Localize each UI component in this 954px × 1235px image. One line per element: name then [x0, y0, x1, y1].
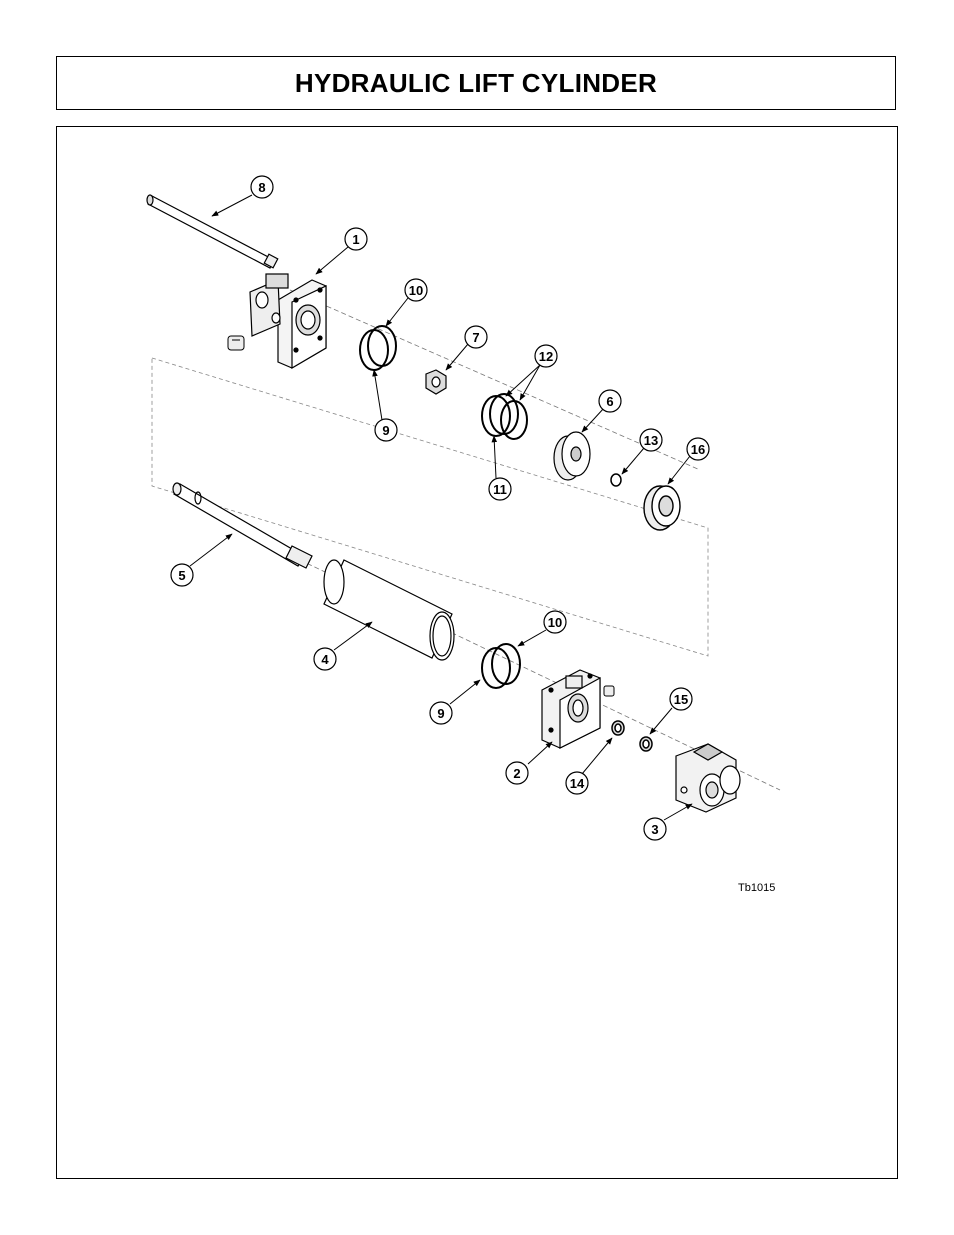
- svg-text:4: 4: [321, 652, 329, 667]
- svg-text:10: 10: [409, 283, 423, 298]
- plug: [227, 335, 245, 351]
- svg-text:13: 13: [644, 433, 658, 448]
- callout-16: 16: [686, 437, 710, 461]
- callout-2: 2: [505, 761, 529, 785]
- part-7-hex-nut: [425, 369, 447, 395]
- svg-text:5: 5: [178, 568, 185, 583]
- leader-lines: [189, 194, 693, 821]
- callout-4: 4: [313, 647, 337, 671]
- page-title: HYDRAULIC LIFT CYLINDER: [294, 67, 658, 98]
- part-2-rod-gland: [541, 669, 601, 749]
- callout-14: 14: [565, 771, 589, 795]
- part-4-barrel-tube: [323, 559, 455, 661]
- callout-3: 3: [643, 817, 667, 841]
- part-6-piston: [553, 431, 591, 481]
- part-15-wiper-seal: [639, 736, 653, 752]
- part-3-clevis: [675, 743, 741, 813]
- callout-15: 15: [669, 687, 693, 711]
- callout-group: 8 1 10 7 12 9 6 13 16 11 5 4 10 9 15 2 1…: [170, 175, 710, 841]
- callout-1: 1: [344, 227, 368, 251]
- svg-text:12: 12: [539, 349, 553, 364]
- part-12-11-piston-seals: [481, 393, 528, 440]
- svg-text:16: 16: [691, 442, 705, 457]
- part-1-base-end-cap: [249, 273, 327, 370]
- part-13-o-ring: [610, 473, 622, 487]
- svg-text:6: 6: [606, 394, 613, 409]
- svg-text:2: 2: [513, 766, 520, 781]
- svg-text:14: 14: [570, 776, 585, 791]
- part-10-9-upper-seals: [359, 325, 397, 371]
- figure-reference-code: Tb1015: [738, 882, 775, 894]
- callout-8: 8: [250, 175, 274, 199]
- callout-10-lower: 10: [543, 610, 567, 634]
- svg-text:1: 1: [352, 232, 359, 247]
- callout-9-lower: 9: [429, 701, 453, 725]
- callout-10: 10: [404, 278, 428, 302]
- svg-text:9: 9: [382, 423, 389, 438]
- svg-text:7: 7: [472, 330, 479, 345]
- part-5-piston-rod: [172, 482, 313, 569]
- plug: [603, 685, 615, 697]
- callout-11: 11: [488, 477, 512, 501]
- svg-text:15: 15: [674, 692, 688, 707]
- callout-6: 6: [598, 389, 622, 413]
- callout-9: 9: [374, 418, 398, 442]
- callout-5: 5: [170, 563, 194, 587]
- part-16-wear-ring: [643, 485, 681, 531]
- svg-text:3: 3: [651, 822, 658, 837]
- page-title-box: HYDRAULIC LIFT CYLINDER: [56, 56, 896, 110]
- part-10-9-lower-seals: [481, 643, 521, 689]
- callout-7: 7: [464, 325, 488, 349]
- callout-13: 13: [639, 428, 663, 452]
- svg-text:9: 9: [437, 706, 444, 721]
- cylinder-envelope-outline: [151, 357, 709, 657]
- svg-text:11: 11: [493, 482, 507, 497]
- callout-12: 12: [534, 344, 558, 368]
- svg-text:8: 8: [258, 180, 265, 195]
- parts-figure-frame: [56, 126, 898, 1179]
- part-14-rod-seal: [611, 720, 625, 736]
- part-8-tie-rod: [146, 194, 279, 269]
- svg-text:10: 10: [548, 615, 562, 630]
